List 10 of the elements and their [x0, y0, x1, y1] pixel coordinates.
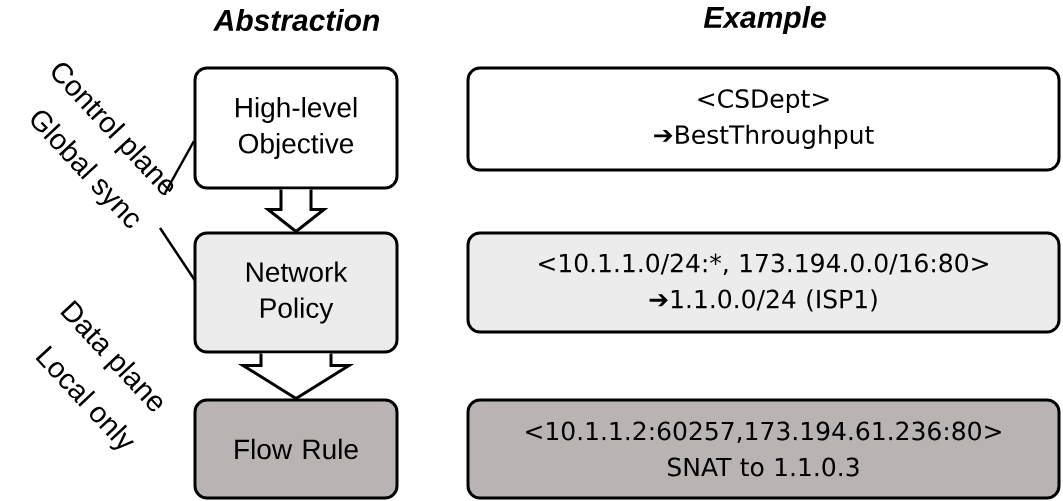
example-box: <10.1.1.0/24:*, 173.194.0.0/16:80> ➔1.1.0.0/24 (ISP1) — [466, 231, 1061, 334]
abstraction-box: High-level Objective — [193, 66, 399, 190]
block-arrow — [263, 188, 329, 234]
example-box: <10.1.1.2:60257,173.194.61.236:80> SNAT to 1.1.0.3 — [466, 398, 1061, 500]
abstraction-box: Network Policy — [193, 231, 399, 354]
abstraction-box: Flow Rule — [193, 398, 399, 500]
block-arrow — [237, 352, 355, 401]
example-box: <CSDept> ➔BestThroughput — [466, 66, 1061, 172]
column-heading: Example — [703, 6, 826, 34]
column-heading: Abstraction — [213, 9, 380, 31]
